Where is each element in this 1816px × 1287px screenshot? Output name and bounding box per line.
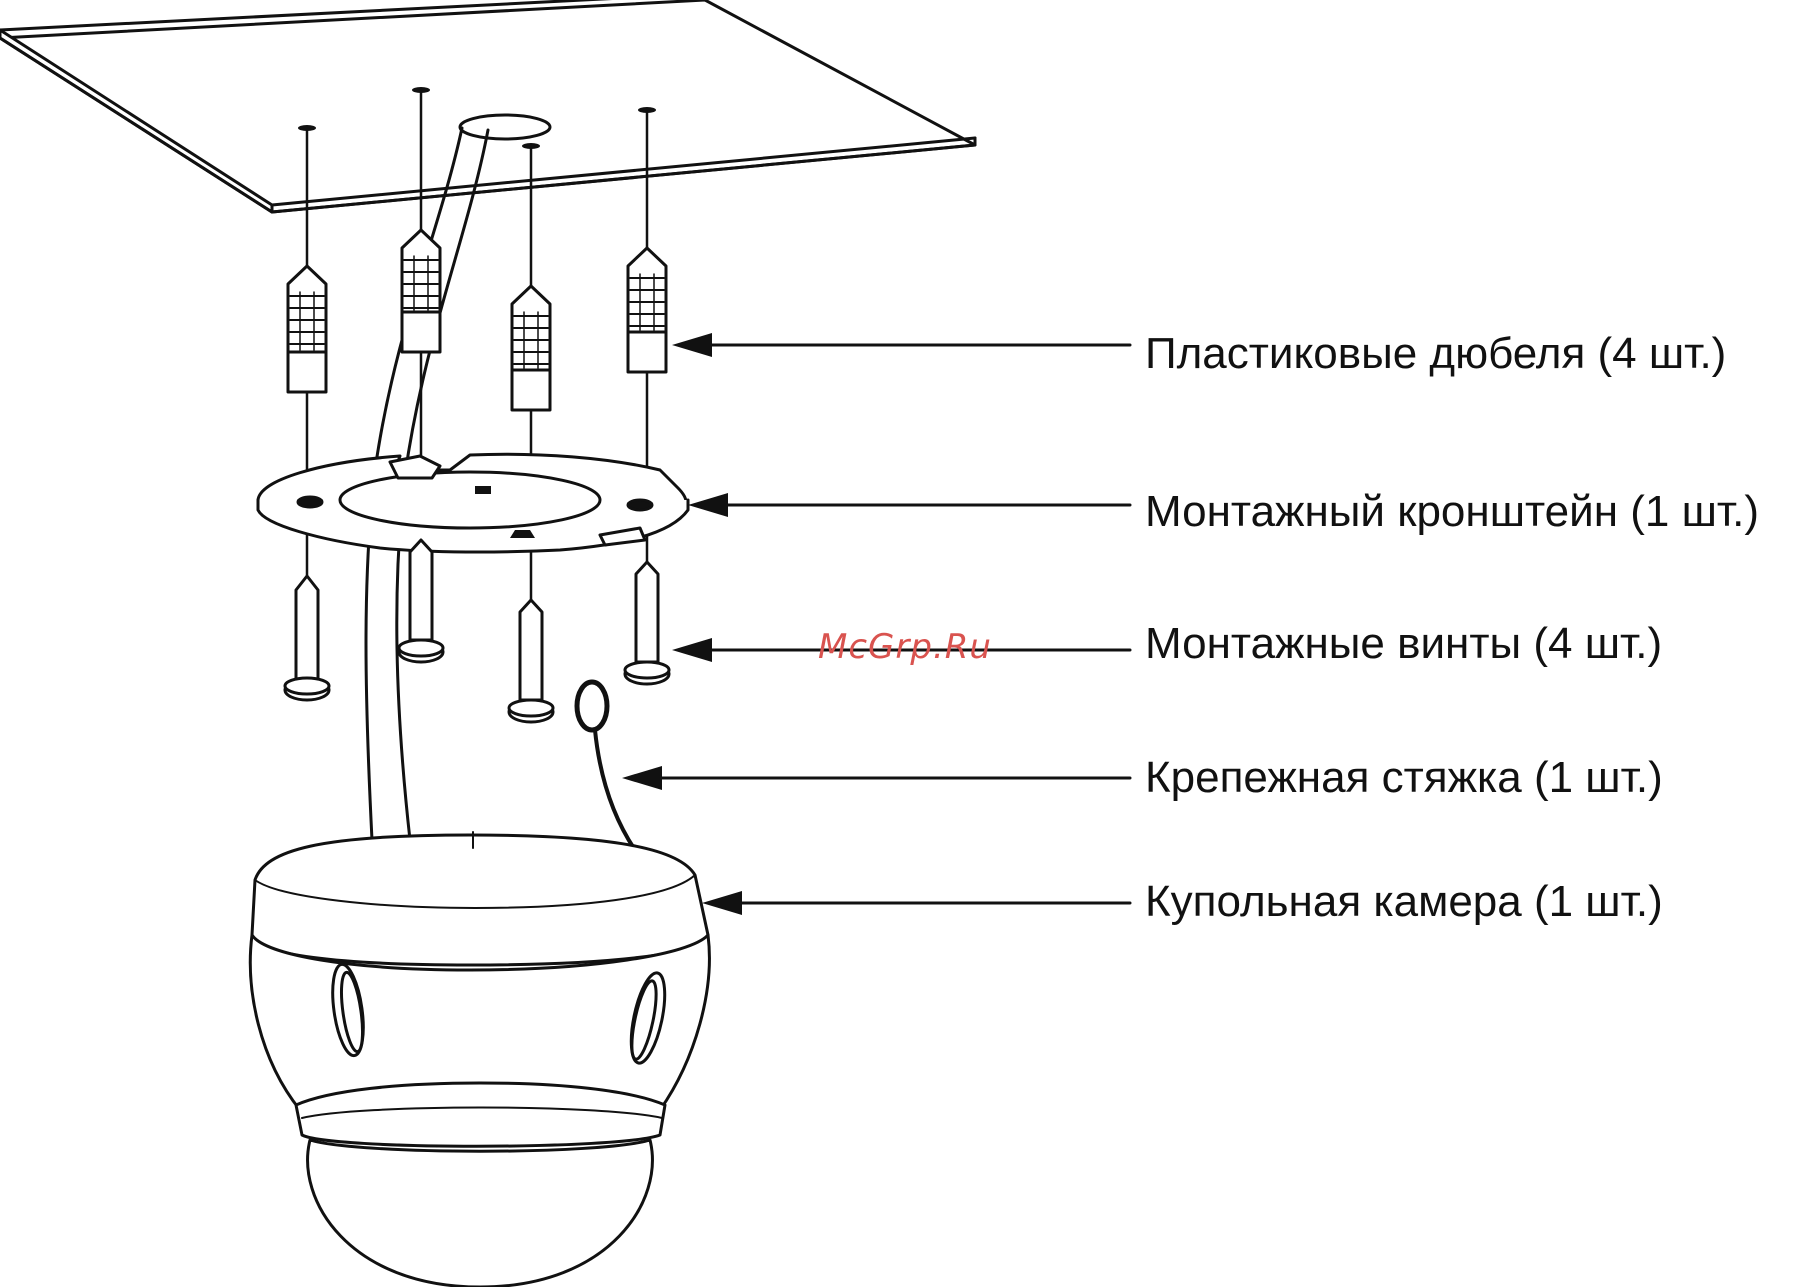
label-mounting-bracket: Монтажный кронштейн (1 шт.) [1145,490,1759,534]
screw-3 [509,600,553,722]
arrow-tie [622,766,662,790]
screw-1 [285,576,329,700]
mounting-screws [285,540,669,722]
arrow-camera [702,891,742,915]
anchor-4 [628,248,666,372]
safety-tie [577,682,635,850]
mounting-bracket [258,454,688,552]
arrow-bracket [688,493,728,517]
anchor-1 [288,266,326,392]
label-safety-tie: Крепежная стяжка (1 шт.) [1145,756,1663,800]
dome-camera [250,832,709,1287]
label-dome-camera: Купольная камера (1 шт.) [1145,880,1663,924]
plastic-anchors [288,230,666,410]
watermark: McGrp.Ru [818,630,992,664]
arrow-anchors [672,333,712,357]
ceiling-panel [0,0,975,212]
label-mounting-screws: Монтажные винты (4 шт.) [1145,622,1662,666]
anchor-2 [402,230,440,352]
anchor-3 [512,286,550,410]
leader-lines [622,333,1130,915]
screw-2 [399,540,443,662]
label-plastic-anchors: Пластиковые дюбеля (4 шт.) [1145,332,1726,376]
screw-4 [625,562,669,684]
arrow-screws [672,638,712,662]
